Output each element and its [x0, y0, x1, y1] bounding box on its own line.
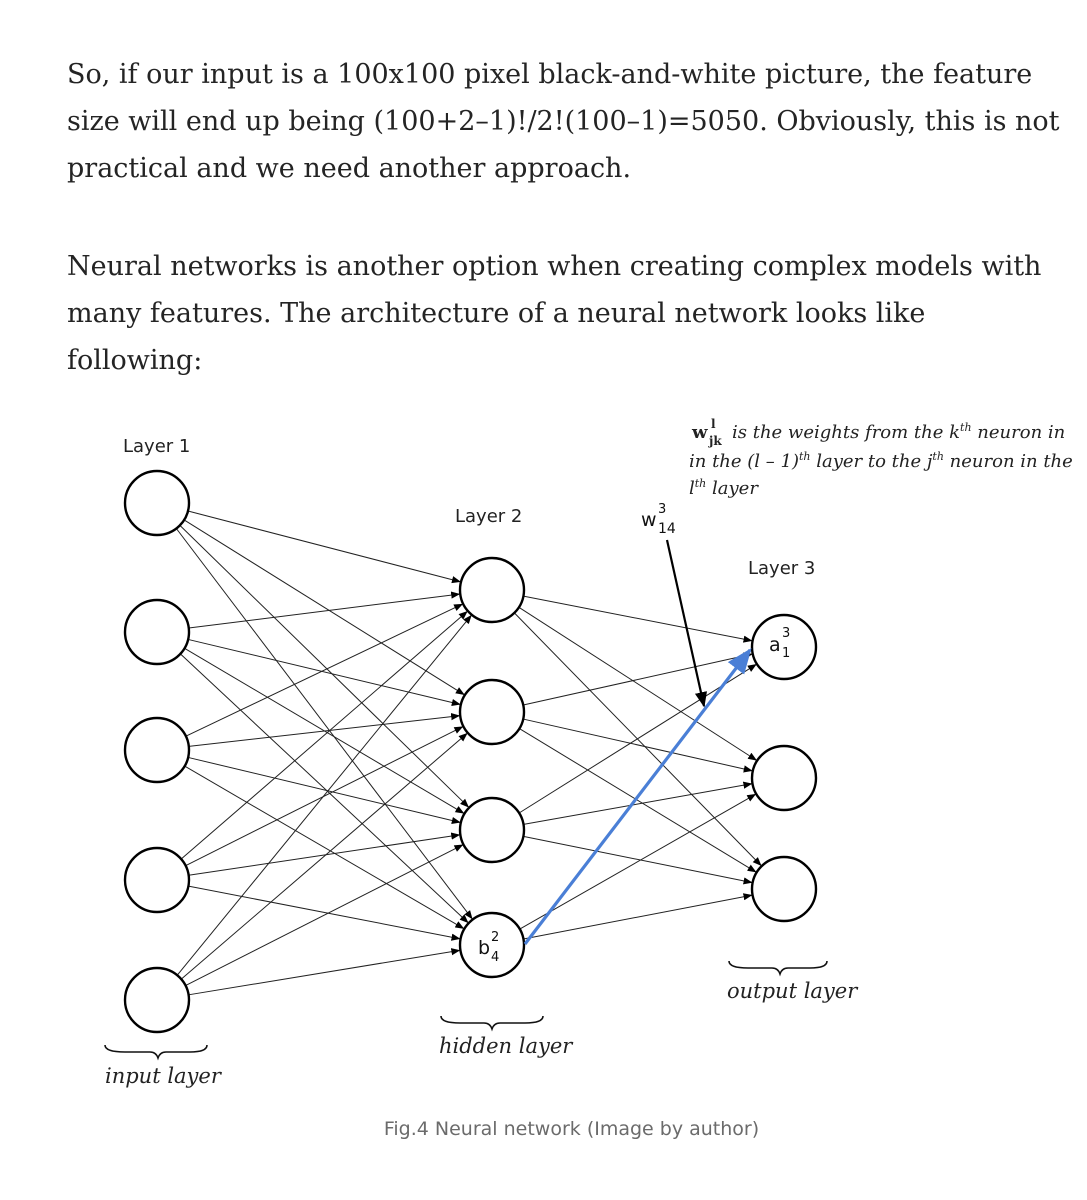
output-layer-brace — [728, 960, 828, 977]
edge-l1-2-l2-1 — [188, 591, 461, 629]
edge-l1-5-l2-3 — [185, 844, 464, 986]
edge-l1-2-l2-4 — [180, 653, 469, 924]
edge-l2-3-l3-1 — [518, 664, 757, 814]
neuron-nodes — [123, 469, 818, 1034]
svg-text:3: 3 — [782, 626, 790, 641]
svg-text:w: w — [691, 422, 708, 443]
edge-l1-4-l2-4 — [188, 885, 461, 941]
output-neuron-2 — [750, 744, 818, 812]
svg-text:l: l — [711, 417, 716, 431]
hidden-neuron-1 — [458, 556, 526, 624]
edge-l1-2-l2-2 — [188, 638, 461, 706]
paragraph-feature-size: So, if our input is a 100x100 pixel blac… — [67, 59, 1060, 184]
edge-l1-3-l2-3 — [188, 756, 461, 824]
edge-l1-1-l2-3 — [179, 524, 470, 808]
layer-2-title: Layer 2 — [455, 506, 522, 527]
edge-l2-3-l3-2 — [523, 781, 753, 825]
layer-3-title: Layer 3 — [748, 558, 815, 579]
svg-text:is the weights from the kth ne: is the weights from the kth neuron in — [732, 421, 1065, 443]
edge-l2-1-l3-1 — [523, 595, 753, 643]
edge-l1-3-l2-2 — [188, 713, 461, 747]
input-neuron-4 — [123, 846, 191, 914]
input-neuron-2 — [123, 598, 191, 666]
neural-network-figure: Layer 1 Layer 2 Layer 3 input layer hidd… — [104, 417, 1073, 1088]
weight-pointer-arrow — [665, 539, 707, 708]
edge-l1-5-l2-4 — [188, 948, 461, 996]
svg-text:14: 14 — [658, 521, 676, 537]
svg-text:2: 2 — [491, 930, 499, 945]
edge-l1-4-l2-1 — [180, 611, 468, 860]
figure-caption: Fig.4 Neural network (Image by author) — [383, 1118, 760, 1140]
edge-l1-5-l2-1 — [176, 614, 472, 976]
hidden-layer-brace — [440, 1015, 544, 1032]
output-layer-caption: output layer — [727, 979, 859, 1003]
hidden-neuron-3 — [458, 796, 526, 864]
edge-l2-2-l3-2 — [523, 718, 753, 773]
hidden-layer-caption: hidden layer — [439, 1034, 574, 1058]
edge-l2-2-l3-1 — [523, 652, 753, 706]
edge-l2-3-l3-3 — [523, 835, 753, 885]
highlighted-weight-edge — [523, 647, 752, 945]
bias-node-label: b 2 4 — [478, 930, 499, 965]
edge-l1-1-l2-2 — [183, 519, 465, 696]
edge-l2-1-l3-2 — [518, 606, 758, 761]
input-layer-brace — [104, 1044, 208, 1061]
edge-l2-4-l3-3 — [523, 893, 753, 940]
edge-l1-5-l2-2 — [180, 732, 468, 980]
svg-text:w: w — [641, 509, 657, 531]
edge-l1-4-l2-3 — [188, 832, 461, 876]
svg-text:1: 1 — [782, 646, 790, 661]
edge-l1-3-l2-1 — [185, 603, 464, 737]
svg-text:3: 3 — [658, 502, 666, 517]
svg-text:in the (l – 1)th layer to the: in the (l – 1)th layer to the jth neuron… — [689, 450, 1073, 472]
weight-annotation: w l jk is the weights from the kth neuro… — [689, 417, 1073, 499]
input-neuron-5 — [123, 966, 191, 1034]
svg-text:jk: jk — [708, 434, 722, 448]
edge-l1-1-l2-4 — [175, 528, 473, 920]
input-neuron-3 — [123, 716, 191, 784]
svg-text:lth layer: lth layer — [689, 477, 759, 499]
weight-label: w 3 14 — [641, 502, 676, 537]
output-neuron-3 — [750, 855, 818, 923]
activation-node-label: a 3 1 — [769, 626, 790, 661]
input-neuron-1 — [123, 469, 191, 537]
edge-l2-4-l3-2 — [519, 793, 757, 930]
hidden-neuron-4 — [458, 911, 526, 979]
svg-text:a: a — [769, 634, 781, 656]
layer-1-title: Layer 1 — [123, 436, 190, 457]
edge-l1-1-l2-1 — [187, 510, 461, 584]
svg-text:4: 4 — [491, 950, 499, 965]
svg-text:b: b — [478, 937, 490, 959]
connection-edges — [175, 510, 762, 996]
hidden-neuron-2 — [458, 678, 526, 746]
edge-l1-3-l2-4 — [184, 765, 465, 929]
input-layer-caption: input layer — [105, 1064, 223, 1088]
edge-l2-2-l3-3 — [519, 728, 757, 873]
paragraph-neural-networks: Neural networks is another option when c… — [67, 251, 1042, 376]
output-neuron-1 — [750, 613, 818, 681]
